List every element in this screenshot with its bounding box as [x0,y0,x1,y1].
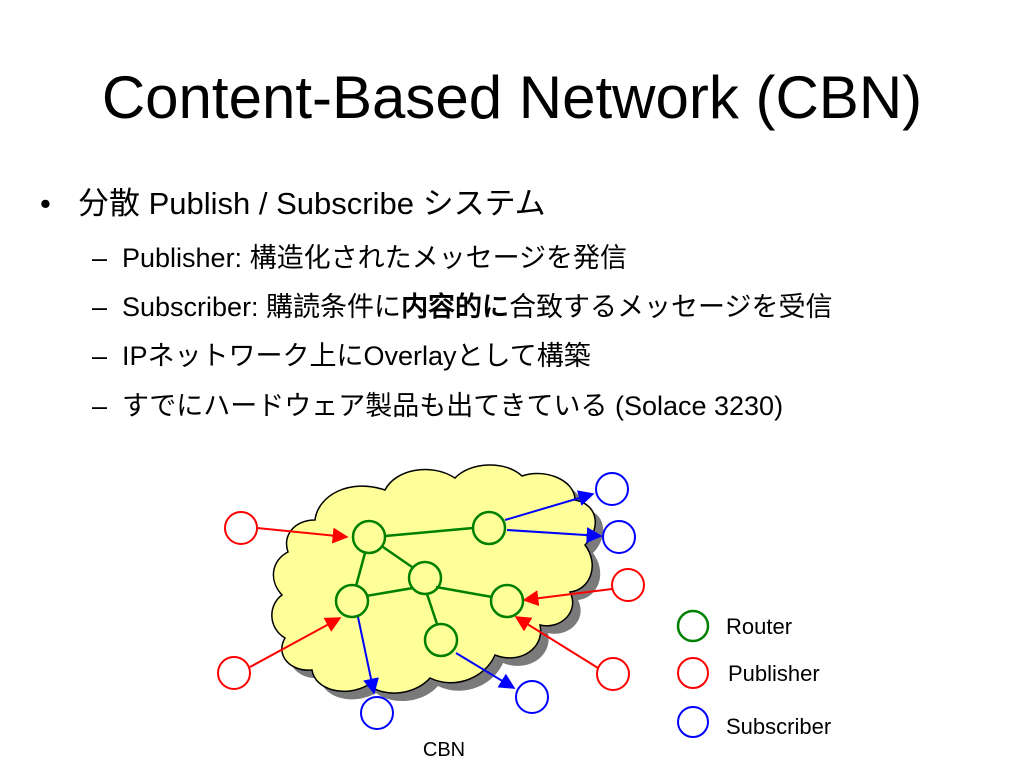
subscriber-node [602,520,636,554]
legend-router-label: Router [726,614,792,639]
router-node [423,622,459,658]
sub-bullet-text: Publisher: 構造化されたメッセージを発信 [122,243,628,273]
link [435,585,493,599]
publisher-node [217,656,251,690]
router-node [351,519,387,555]
slide-title: Content-Based Network (CBN) [101,64,923,131]
router-node [489,583,525,619]
sub-bullet-text: IPネットワーク上にOverlayとして構築 [122,341,591,371]
cloud [271,464,596,694]
router-node [407,560,443,596]
subscriber-node [360,696,394,730]
sub-bullet-overlay: –IPネットワーク上にOverlayとして構築 [92,338,591,374]
router-links [354,526,493,625]
publisher-node [224,511,258,545]
link [425,593,439,625]
sub-bullet-marker: – [92,243,108,273]
bullet-main: • 分散 Publish / Subscribe システム [40,184,546,224]
sub-bullet-hardware: –すでにハードウェア製品も出てきている (Solace 3230) [92,388,783,424]
link [382,545,413,569]
subscriber-arrow [506,527,603,544]
sub-bullet-marker: – [92,391,108,421]
router-node [471,510,507,546]
sub-bullet-text-rest: 合致するメッセージを受信 [509,292,833,322]
publisher-node [596,657,630,691]
publisher-arrow [249,617,342,668]
sub-bullet-emphasis: 内容的に [401,292,510,322]
link [365,586,414,598]
legend-publisher-label: Publisher [728,661,820,686]
sub-bullet-marker: – [92,341,108,371]
subscriber-arrow [455,652,516,689]
publisher-arrow [522,588,613,607]
bullet-marker: • [40,186,51,221]
subscriber-node [595,472,629,506]
subscriber-node [515,680,549,714]
router-node [334,583,370,619]
legend-publisher-icon [677,657,709,689]
cbn-caption: CBN [423,739,465,761]
legend-subscriber-label: Subscriber [726,714,831,739]
legend-router-icon [676,609,710,643]
sub-bullet-text: Subscriber: 購読条件に [122,292,402,322]
sub-bullet-text: すでにハードウェア製品も出てきている (Solace 3230) [122,391,784,421]
link [354,552,367,587]
sub-bullet-publisher: –Publisher: 構造化されたメッセージを発信 [92,240,627,276]
publisher-arrow [256,527,349,544]
publisher-arrow [514,616,599,669]
bullet-main-text: 分散 Publish / Subscribe システム [78,186,546,221]
subscriber-arrow [357,616,379,695]
link [384,526,474,538]
bullet-list: •分散 Publish / Subscribe システム –Publisher:… [40,184,833,424]
subscriber-arrow [504,490,595,521]
publisher-node [611,568,645,602]
legend: Router Publisher Subscriber [676,609,831,739]
legend-subscriber-icon [677,706,709,738]
sub-bullet-subscriber: –Subscriber: 購読条件に内容的に合致するメッセージを受信 [92,289,833,325]
sub-bullet-marker: – [92,292,108,322]
